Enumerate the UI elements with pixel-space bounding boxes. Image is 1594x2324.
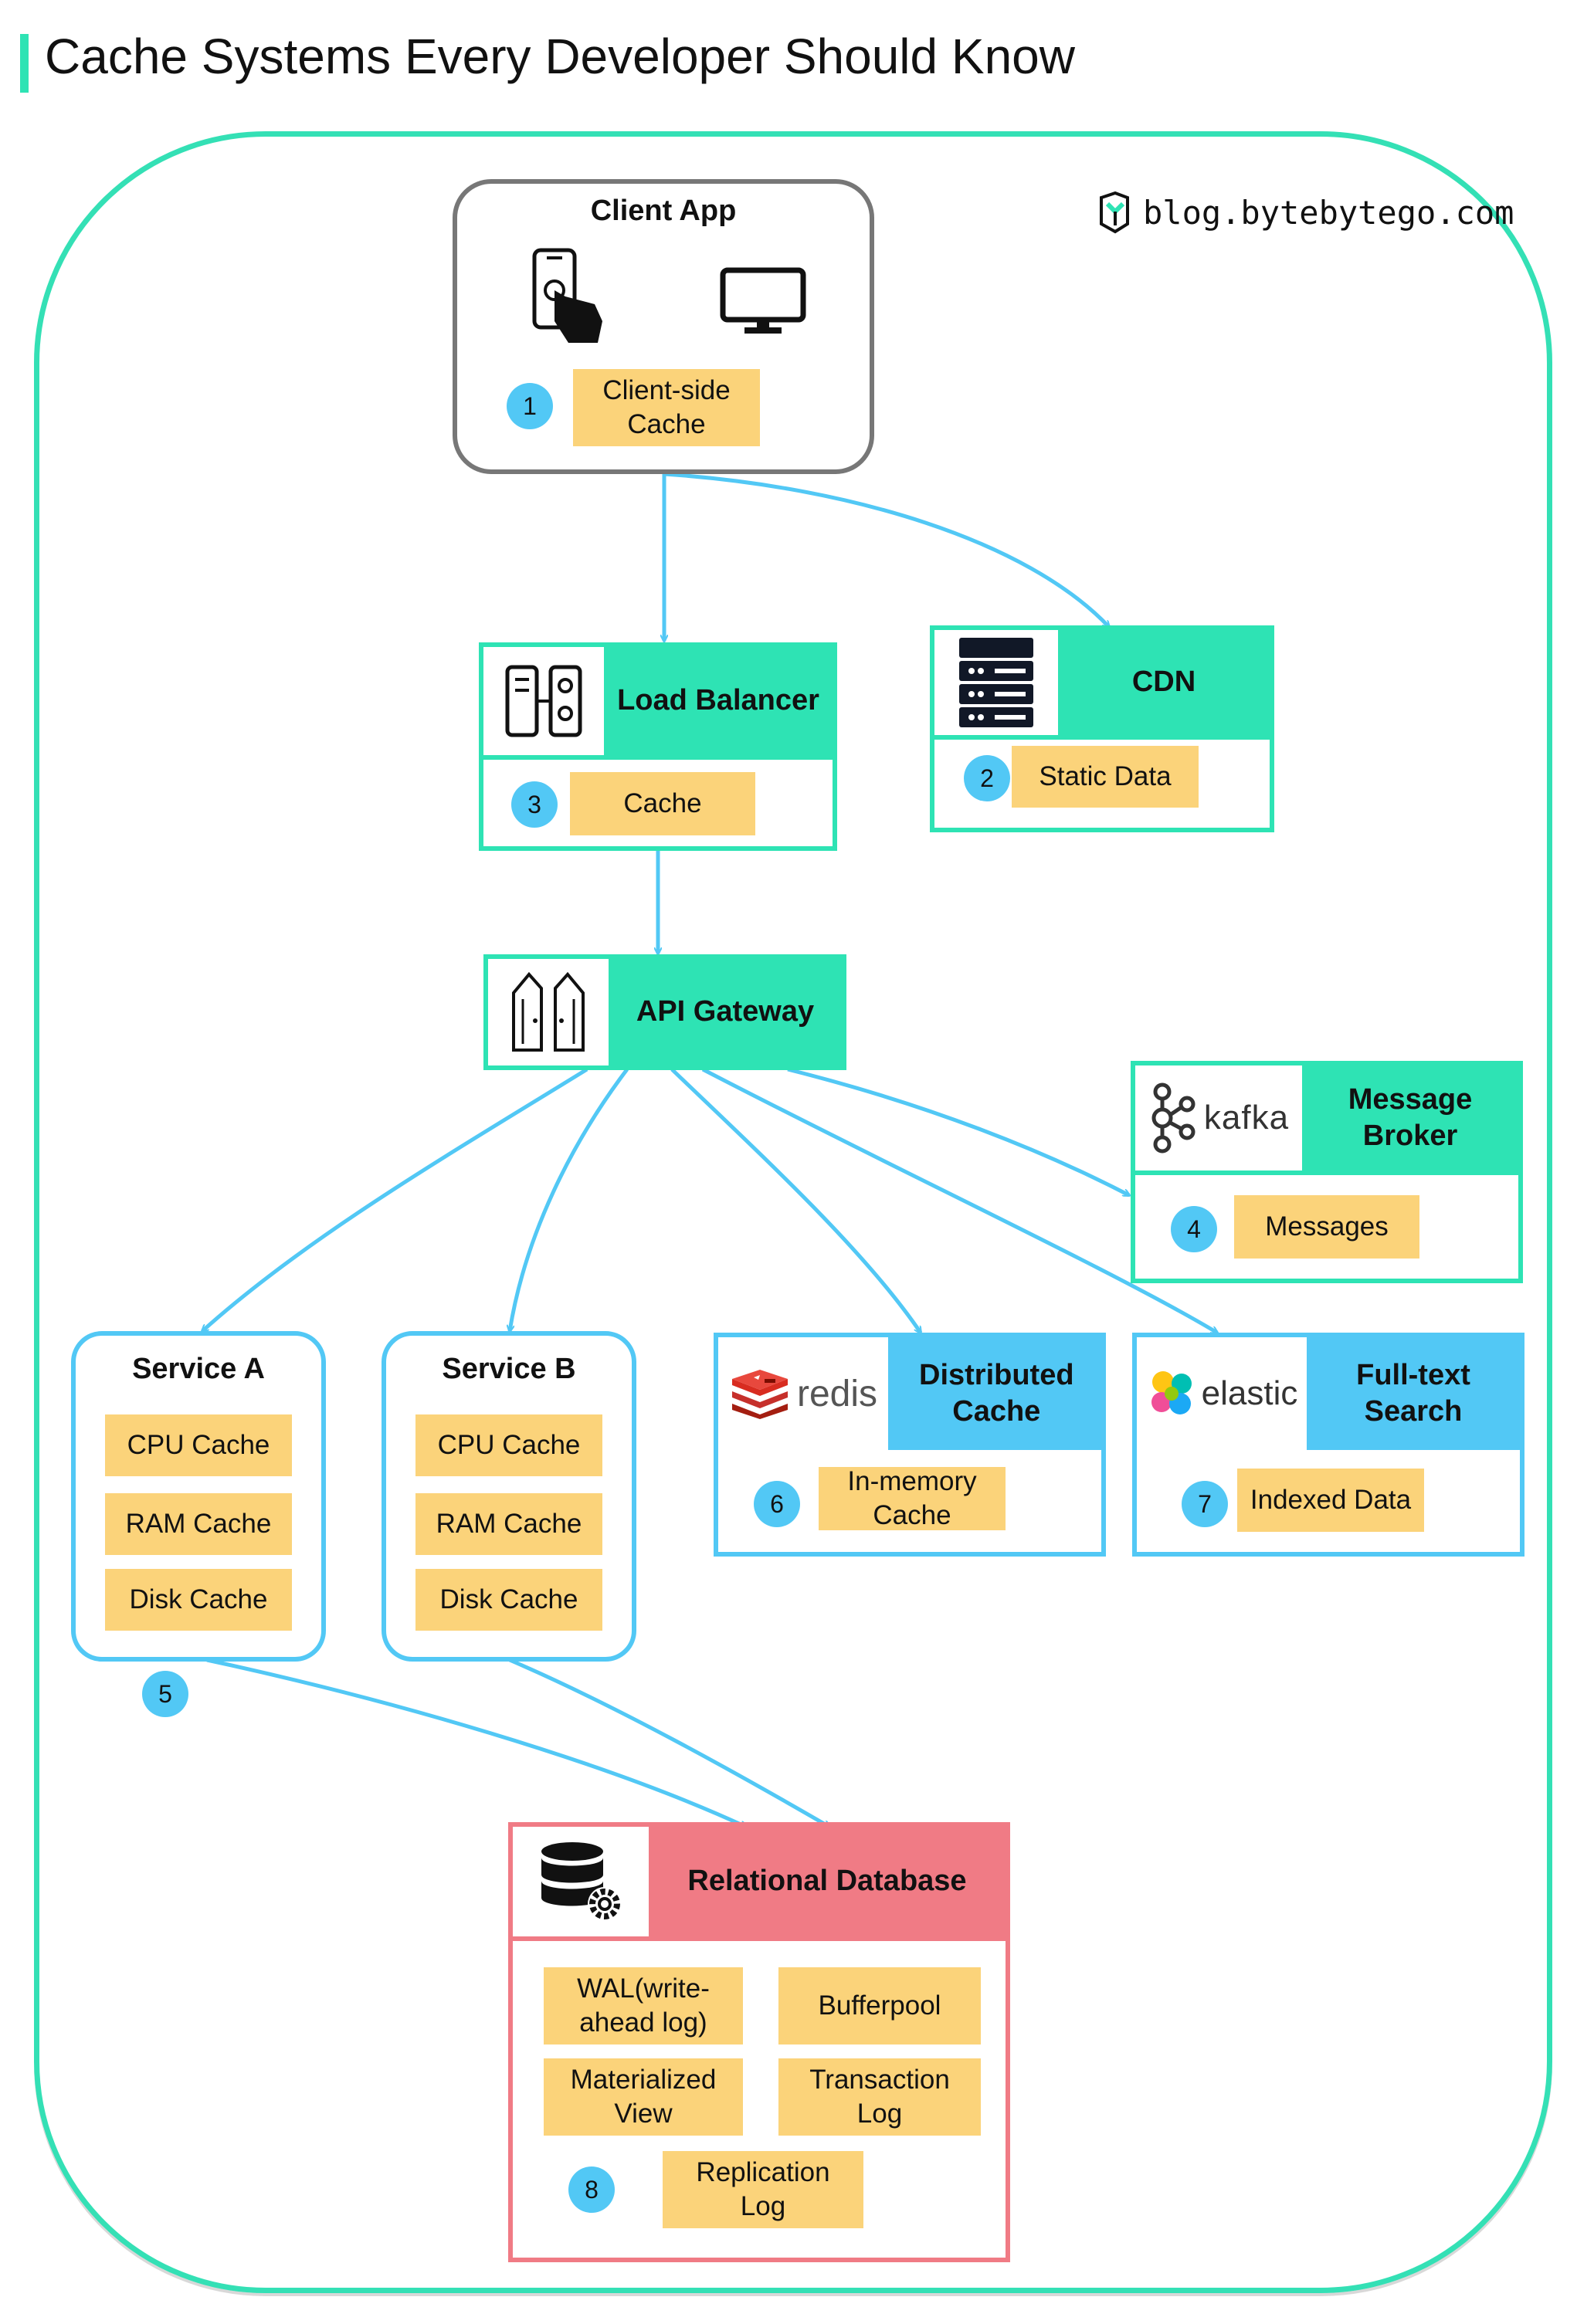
fulltext-search-box: elastic Full-text Search 7 Indexed Data (1132, 1333, 1524, 1557)
distributed-cache-box: redis Distributed Cache 6 In-memory Cach… (714, 1333, 1106, 1557)
page-title: Cache Systems Every Developer Should Kno… (45, 29, 1075, 84)
service-b-cpu-cache: CPU Cache (415, 1414, 602, 1476)
service-a-box: Service A CPU Cache RAM Cache Disk Cache (71, 1331, 326, 1662)
step-number-7: 7 (1182, 1481, 1228, 1527)
cdn-box: CDN 2 Static Data (930, 625, 1274, 832)
in-memory-cache-tag: In-memory Cache (819, 1466, 1006, 1530)
replication-log-tag: Replication Log (663, 2151, 863, 2228)
service-a-disk-cache: Disk Cache (105, 1569, 292, 1631)
step-number-4: 4 (1171, 1206, 1217, 1252)
database-gear-icon (541, 1842, 622, 1921)
service-b-title: Service B (442, 1353, 576, 1385)
arrow-client-to-cdn (663, 472, 1109, 627)
load-balancer-icon (505, 665, 582, 737)
arrow-service-b-to-db (509, 1658, 829, 1829)
arrow-gateway-to-elastic (701, 1067, 1217, 1333)
arrow-gateway-to-service-a (202, 1067, 588, 1331)
fulltext-search-title: Full-text Search (1356, 1358, 1470, 1428)
messages-tag: Messages (1234, 1195, 1419, 1259)
arrow-gateway-to-kafka (787, 1067, 1129, 1198)
outer-frame (34, 131, 1552, 2293)
kafka-logo-icon (1151, 1082, 1196, 1154)
load-balancer-box: Load Balancer 3 Cache (479, 642, 837, 851)
redis-logo-text: redis (796, 1373, 878, 1414)
static-data-tag: Static Data (1012, 746, 1199, 808)
step-number-5: 5 (142, 1671, 188, 1717)
api-gateway-title: API Gateway (636, 995, 815, 1028)
redis-logo-icon (731, 1370, 788, 1419)
indexed-data-tag: Indexed Data (1237, 1469, 1424, 1532)
brand-site: blog.bytebytego.com (1143, 193, 1514, 232)
client-app-box: Client App 1 Client-side Cache (453, 179, 874, 474)
relational-db-title: Relational Database (687, 1865, 967, 1898)
arrow-gateway-to-redis (670, 1068, 921, 1333)
step-number-6: 6 (754, 1481, 800, 1527)
message-broker-title: Message Broker (1348, 1082, 1473, 1153)
step-number-1: 1 (507, 383, 553, 429)
elastic-logo-icon (1151, 1371, 1192, 1414)
elastic-logo-text: elastic (1201, 1374, 1298, 1412)
server-rack-icon (959, 638, 1033, 727)
bufferpool-tag: Bufferpool (778, 1967, 981, 2045)
mobile-touch-icon (532, 248, 602, 343)
wal-tag: WAL(write-ahead log) (544, 1967, 743, 2045)
relational-db-box: Relational Database WAL(write-ahead log)… (508, 1822, 1010, 2262)
service-a-title: Service A (132, 1353, 265, 1385)
cdn-title: CDN (1131, 666, 1196, 699)
step-number-2: 2 (964, 755, 1010, 801)
arrow-gateway-to-service-b (510, 1068, 629, 1331)
materialized-view-tag: Materialized View (544, 2058, 743, 2136)
arrow-service-a-to-db (206, 1658, 746, 1829)
bytebytego-logo-icon (1100, 191, 1129, 234)
desktop-monitor-icon (720, 267, 806, 334)
client-side-cache-tag: Client-side Cache (573, 369, 760, 446)
service-a-cpu-cache: CPU Cache (105, 1414, 292, 1476)
api-gateway-box: API Gateway (483, 954, 846, 1070)
service-a-ram-cache: RAM Cache (105, 1493, 292, 1555)
load-balancer-title: Load Balancer (617, 684, 819, 717)
transaction-log-tag: Transaction Log (778, 2058, 981, 2136)
distributed-cache-title: Distributed Cache (919, 1358, 1074, 1428)
brand-link[interactable]: blog.bytebytego.com (1097, 190, 1514, 235)
service-b-box: Service B CPU Cache RAM Cache Disk Cache (382, 1331, 636, 1662)
client-app-title: Client App (590, 195, 737, 227)
load-balancer-cache-tag: Cache (570, 772, 755, 835)
gateway-doors-icon (512, 971, 585, 1052)
kafka-logo-text: kafka (1203, 1099, 1290, 1137)
service-b-disk-cache: Disk Cache (415, 1569, 602, 1631)
service-b-ram-cache: RAM Cache (415, 1493, 602, 1555)
step-number-3: 3 (511, 781, 558, 828)
message-broker-box: kafka Message Broker 4 Messages (1131, 1061, 1523, 1283)
step-number-8: 8 (568, 2166, 615, 2213)
title-accent-bar (20, 34, 29, 93)
